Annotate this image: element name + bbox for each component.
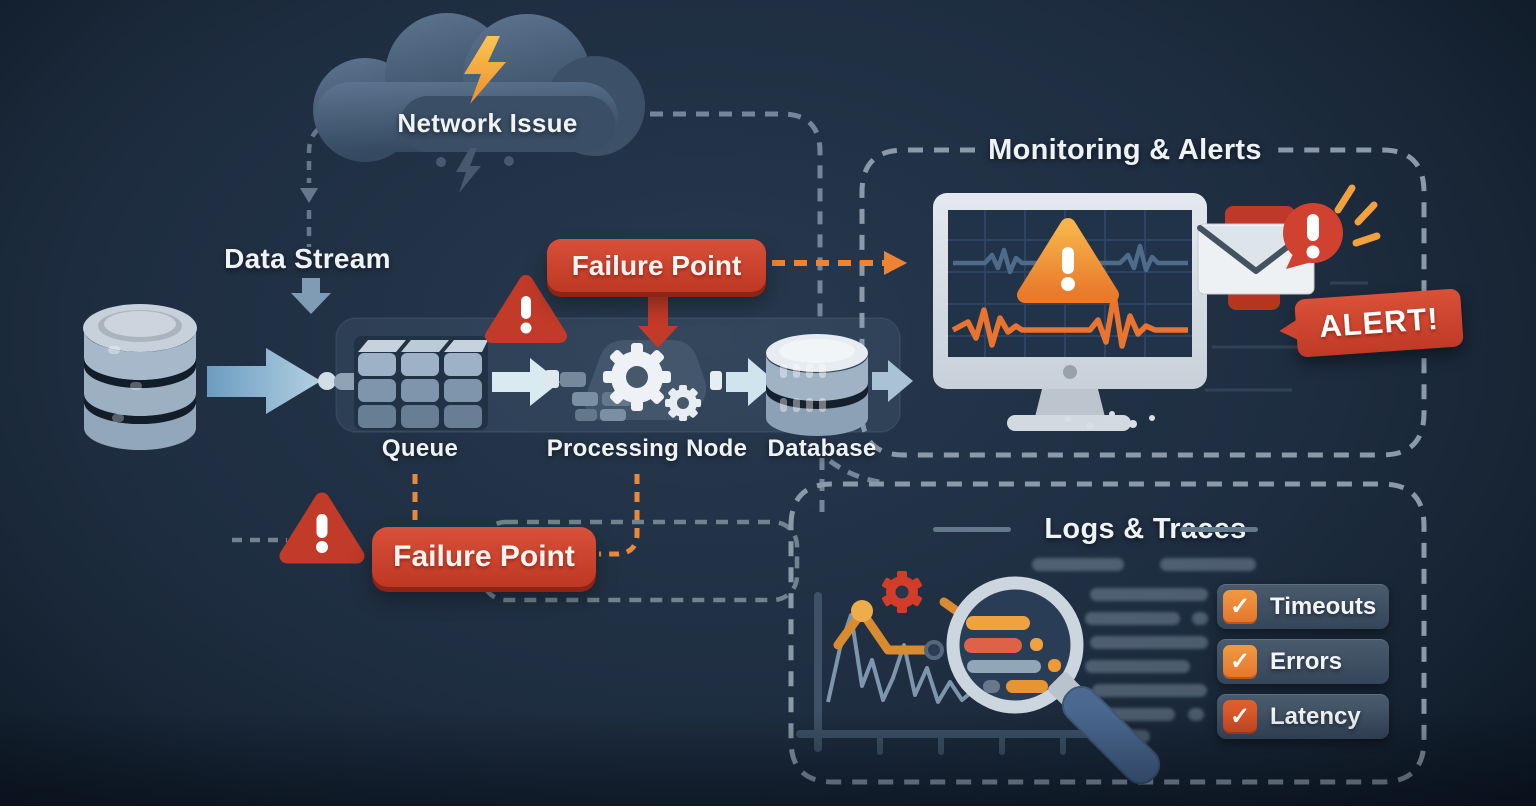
warning-triangle-icon — [485, 275, 567, 343]
warning-triangle-icon-2 — [279, 492, 365, 564]
failure-point-badge-bottom: Failure Point — [372, 527, 596, 587]
network-issue-label: Network Issue — [397, 108, 578, 138]
network-issue-cloud-icon — [313, 13, 645, 162]
lightning-icon — [464, 36, 506, 104]
check-label-timeouts: Timeouts — [1270, 592, 1377, 620]
connector-arrowhead — [300, 188, 318, 203]
orange-connectors — [412, 474, 640, 557]
check-label-latency: Latency — [1270, 702, 1361, 730]
database-to-logs-connector — [828, 458, 887, 486]
database-label: Database — [767, 435, 877, 462]
magnifier-icon — [946, 576, 1161, 785]
screen-warning-triangle-icon — [1017, 218, 1119, 303]
monitor-base — [1007, 415, 1131, 431]
failure-arrow-down — [638, 292, 678, 348]
small-gear-icon — [665, 385, 701, 421]
processing-to-database-arrow — [726, 358, 776, 406]
monitor-icon — [933, 193, 1207, 431]
alert-badge: ALERT! — [1294, 288, 1464, 358]
check-tile-latency[interactable]: ✓ Latency — [1217, 694, 1389, 739]
stream-arrow — [207, 348, 321, 414]
monitor-camera-dot — [1063, 365, 1077, 379]
data-stream-label: Data Stream — [224, 243, 391, 274]
failure-dashed-box — [479, 519, 800, 603]
cloud-to-monitoring-connector — [627, 111, 823, 318]
chart-orange-line — [833, 607, 933, 655]
magnifier-handle — [1061, 685, 1161, 785]
queue-icon — [354, 336, 488, 430]
database-to-monitor-arrow — [872, 360, 913, 402]
check-label-errors: Errors — [1270, 647, 1343, 675]
logs-panel-border — [788, 481, 1427, 785]
queue-to-processing-arrow — [492, 358, 560, 406]
log-chart — [796, 592, 1102, 755]
processing-node-icon — [545, 340, 707, 421]
monitor-stand — [1035, 389, 1105, 417]
queue-label: Queue — [381, 435, 459, 462]
ecg-line-orange — [951, 292, 1188, 349]
chart-ring — [924, 640, 944, 660]
monitoring-panel-border — [859, 147, 1427, 458]
error-gear-icon — [882, 571, 922, 613]
debris-dots — [1065, 411, 1155, 430]
pipeline-database-icon — [766, 334, 868, 436]
chart-point — [851, 600, 873, 622]
check-tile-errors[interactable]: ✓ Errors — [1217, 639, 1389, 684]
checkbox-checked-icon[interactable]: ✓ — [1223, 699, 1257, 734]
checkbox-checked-icon[interactable]: ✓ — [1223, 644, 1257, 679]
failure-point-badge-top: Failure Point — [547, 239, 766, 292]
monitoring-alerts-title: Monitoring & Alerts — [988, 134, 1262, 166]
alert-rays-icon — [1334, 184, 1381, 247]
alert-exclamation-icon — [1283, 203, 1343, 269]
gear-icon — [603, 343, 671, 411]
checkbox-checked-icon[interactable]: ✓ — [1223, 589, 1257, 624]
data-stream-arrow — [291, 278, 331, 314]
logs-title-line-right — [1180, 527, 1258, 532]
check-tile-timeouts[interactable]: ✓ Timeouts — [1217, 584, 1389, 629]
connector-node — [318, 372, 336, 390]
logs-title-line-left — [933, 527, 1011, 532]
connector-block — [710, 371, 722, 390]
storm-icon — [436, 148, 514, 193]
source-database-icon — [83, 304, 197, 450]
failure-dashed-arrow — [772, 251, 907, 275]
processing-node-label: Processing Node — [546, 435, 748, 462]
